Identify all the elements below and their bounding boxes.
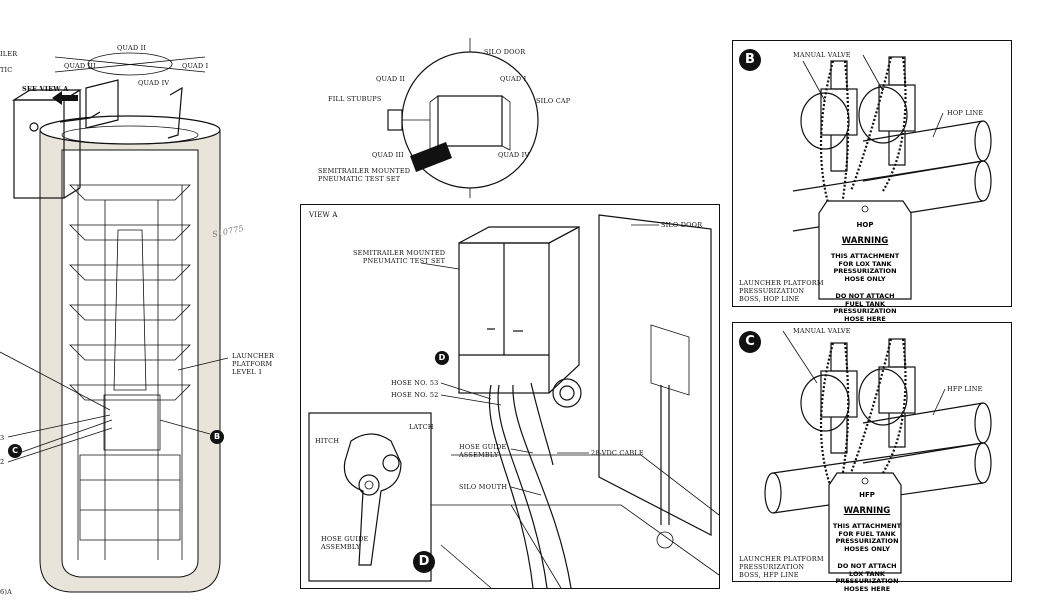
callout-c-icon: C <box>739 331 761 353</box>
tag-body-2: DO NOT ATTACH FUEL TANK PRESSURIZATION H… <box>833 292 897 323</box>
tag-warning: WARNING <box>843 506 891 516</box>
detail-b-drawing <box>792 54 992 300</box>
silo-door-label: SILO DOOR <box>484 48 526 56</box>
tag-body-2: DO NOT ATTACH LOX TANK PRESSURIZATION HO… <box>835 562 899 593</box>
semitrailer-label: SEMITRAILER MOUNTED PNEUMATIC TEST SET <box>318 167 411 183</box>
hop-warning-tag: HOP WARNING THIS ATTACHMENT FOR LOX TANK… <box>825 213 905 331</box>
edge-fragment-top: ILER <box>0 50 18 58</box>
inset-hitch-label: HITCH <box>315 437 340 445</box>
hfp-line-label: HFP LINE <box>947 385 983 393</box>
manual-valve-label: MANUAL VALVE <box>793 327 851 335</box>
callout-d-icon: D <box>435 351 449 365</box>
hose-52-label: HOSE NO. 52 <box>391 391 439 399</box>
see-view-a-label: SEE VIEW A <box>22 85 69 93</box>
quad-i-label: QUAD I <box>182 62 209 70</box>
quad-i-label: QUAD I <box>500 75 527 83</box>
hose-guide-assembly-label: HOSE GUIDE ASSEMBLY <box>459 443 507 459</box>
edge-number-2: 2 <box>0 458 5 466</box>
fill-stubups-label: FILL STUBUPS <box>328 95 382 103</box>
hfp-warning-tag: HFP WARNING THIS ATTACHMENT FOR FUEL TAN… <box>827 483 907 601</box>
tag-body: THIS ATTACHMENT FOR FUEL TANK PRESSURIZA… <box>832 522 902 553</box>
quad-iv-label: QUAD IV <box>138 79 170 87</box>
callout-b-icon: B <box>739 49 761 71</box>
detail-c-caption: LAUNCHER PLATFORM PRESSURIZATION BOSS, H… <box>739 555 824 579</box>
inset-hose-guide-label: HOSE GUIDE ASSEMBLY <box>321 535 369 551</box>
footer-fragment: 6)A <box>0 588 12 596</box>
manual-valve-label: MANUAL VALVE <box>793 51 851 59</box>
tag-head: HFP <box>859 491 875 499</box>
quad-iv-label: QUAD IV <box>498 151 530 159</box>
silo-cap-label: SILO CAP <box>536 97 571 105</box>
detail-b-caption: LAUNCHER PLATFORM PRESSURIZATION BOSS, H… <box>739 279 824 303</box>
tag-warning: WARNING <box>841 236 889 246</box>
detail-b-panel: B MANUAL VALVE HOP LINE HOP WARNING THIS… <box>732 40 1012 322</box>
launcher-platform-label: LAUNCHER PLATFORM LEVEL 1 <box>232 352 275 376</box>
inset-callout-d-icon: D <box>413 551 435 573</box>
quad-iii-label: QUAD III <box>64 62 96 70</box>
quad-ii-label: QUAD II <box>117 44 147 52</box>
silo-cutaway-drawing <box>0 52 229 593</box>
detail-c-panel: C MANUAL VALVE HFP LINE HFP WARNING THIS… <box>732 322 1012 592</box>
edge-number-3: 3 <box>0 434 5 442</box>
semitrailer-label: SEMITRAILER MOUNTED PNEUMATIC TEST SET <box>353 249 446 265</box>
tag-head: HOP <box>856 221 874 229</box>
quad-iii-label: QUAD III <box>372 151 404 159</box>
silo-mouth-label: SILO MOUTH <box>459 483 508 491</box>
cable-28vdc-label: 28-VDC CABLE <box>591 449 644 457</box>
edge-fragment-top-2: TIC <box>0 66 13 74</box>
hose-53-label: HOSE NO. 53 <box>391 379 439 387</box>
callout-c-icon: C <box>8 444 22 458</box>
quad-ii-label: QUAD II <box>376 75 406 83</box>
silo-door-label: SILO DOOR <box>661 221 703 229</box>
view-a-panel: VIEW A SILO DOOR SEMITRAILER MOUNTED PNE… <box>300 204 720 589</box>
inset-latch-label: LATCH <box>409 423 434 431</box>
callout-b-icon: B <box>210 430 224 444</box>
view-a-drawing <box>308 214 720 589</box>
detail-c-drawing <box>764 330 992 574</box>
silo-cap-drawing <box>387 38 539 198</box>
hop-line-label: HOP LINE <box>947 109 984 117</box>
tag-body: THIS ATTACHMENT FOR LOX TANK PRESSURIZAT… <box>830 252 900 283</box>
view-a-title: VIEW A <box>309 211 338 219</box>
